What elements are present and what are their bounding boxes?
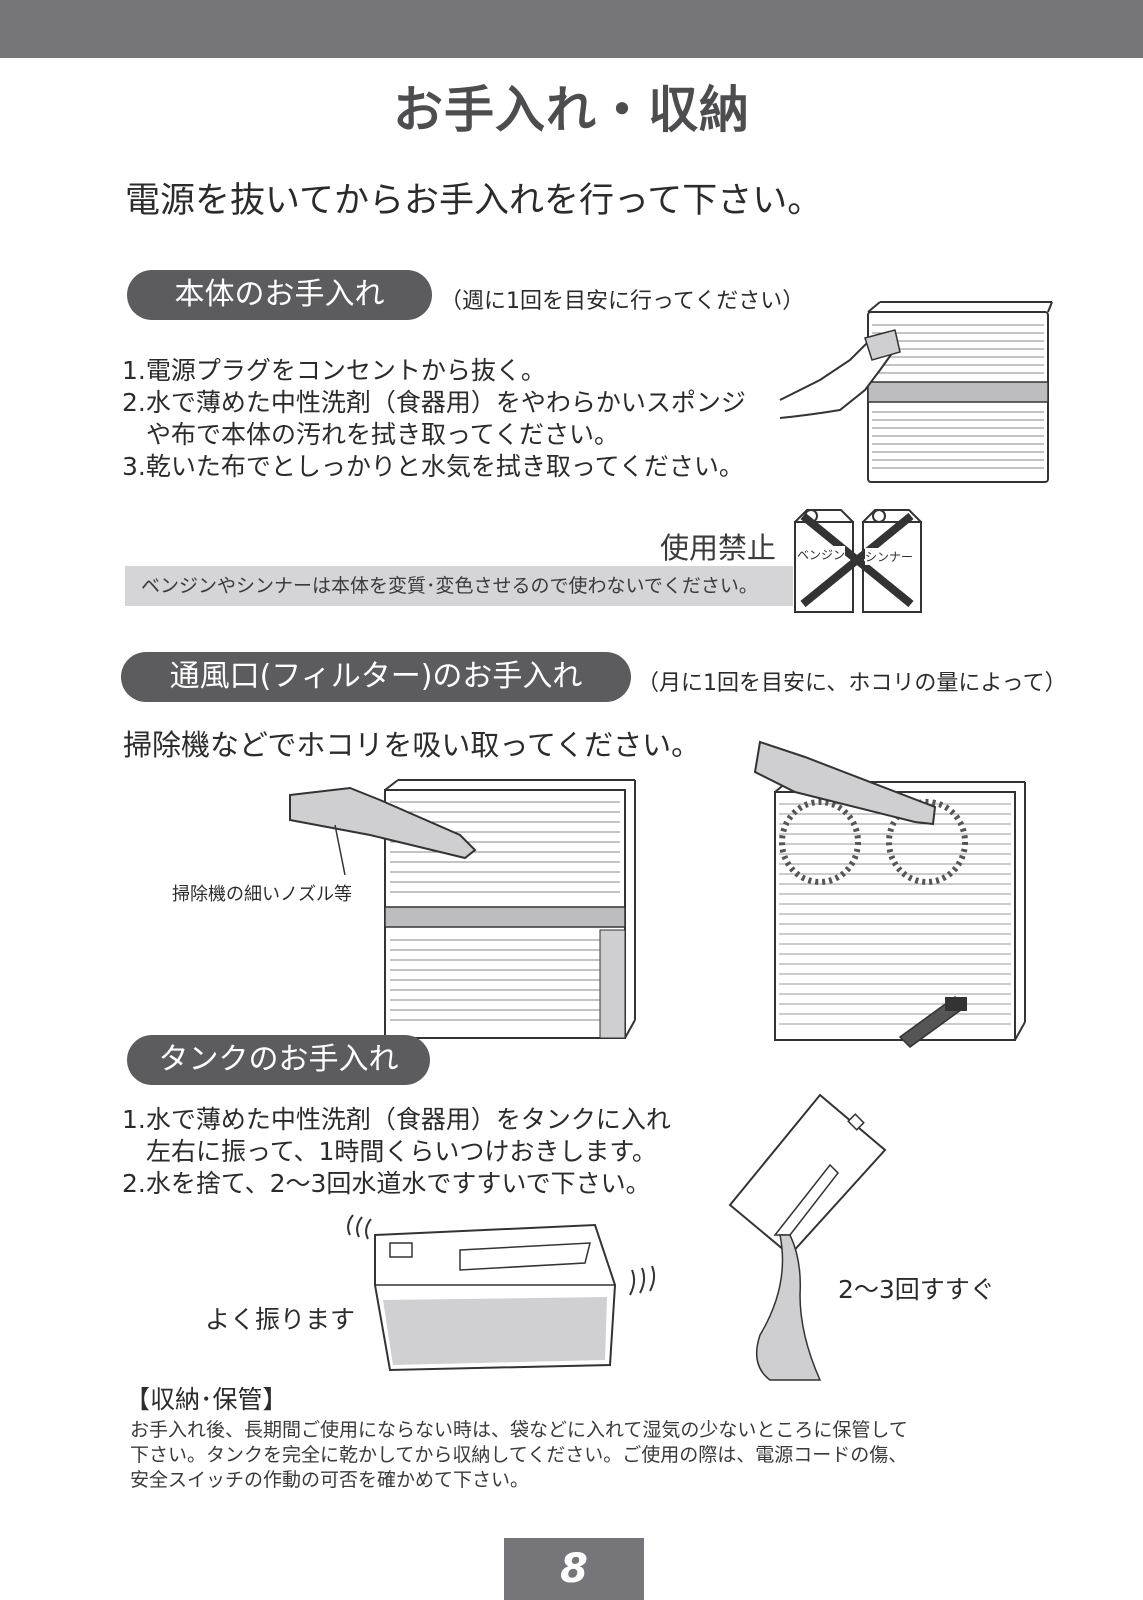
tank-care-steps: 1.水で薄めた中性洗剤（食器用）をタンクに入れ 左右に振って、1時間くらいつけお… — [122, 1104, 671, 1200]
body-care-frequency-note: （週に1回を目安に行ってください） — [440, 289, 805, 314]
tank-shake-illustration — [347, 1214, 656, 1372]
thinner-can-label: シンナー — [865, 548, 914, 565]
step-item: や布で本体の汚れを拭き取ってください。 — [146, 420, 620, 449]
section-header-vent-care: 通風口(フィルター)のお手入れ — [121, 652, 631, 702]
step-item: 2.水で薄めた中性洗剤（食器用）をやわらかいスポンジ — [122, 388, 746, 417]
storage-line: お手入れ後、長期間ご使用にならない時は、袋などに入れて湿気の少ないところに保管し… — [130, 1419, 908, 1441]
top-header-bar — [0, 0, 1143, 58]
humidifier-wipe-illustration — [779, 301, 1053, 483]
section-header-body-care: 本体のお手入れ — [127, 270, 432, 320]
prohibited-label: 使用禁止 — [660, 531, 777, 565]
page-title: お手入れ・収納 — [393, 81, 750, 139]
storage-title: 【収納･保管】 — [125, 1385, 288, 1414]
main-warning: 電源を抜いてからお手入れを行って下さい。 — [125, 181, 823, 221]
nozzle-caption: 掃除機の細いノズル等 — [172, 884, 352, 905]
section-header-tank-care: タンクのお手入れ — [127, 1035, 430, 1085]
vacuum-front-illustration — [289, 779, 636, 1039]
step-item: 1.電源プラグをコンセントから抜く。 — [122, 356, 546, 385]
vent-care-instruction: 掃除機などでホコリを吸い取ってください。 — [123, 728, 701, 762]
body-care-steps: 1.電源プラグをコンセントから抜く。 2.水で薄めた中性洗剤（食器用）をやわらか… — [122, 355, 746, 483]
tank-rinse-illustration — [728, 1093, 887, 1381]
step-item: 左右に振って、1時間くらいつけおきします。 — [146, 1137, 657, 1166]
prohibited-warning-text: ベンジンやシンナーは本体を変質･変色させるので使わないでください。 — [125, 566, 793, 606]
storage-line: 下さい。タンクを完全に乾かしてから収納してください。ご使用の際は、電源コードの傷… — [130, 1444, 908, 1466]
prohibited-solvents-illustration: ベンジン シンナー — [793, 508, 933, 616]
shake-caption: よく振ります — [205, 1305, 356, 1334]
vent-care-frequency-note: （月に1回を目安に、ホコリの量によって） — [637, 671, 1067, 696]
storage-line: 安全スイッチの作動の可否を確かめて下さい。 — [130, 1469, 530, 1491]
rinse-caption: 2～3回すすぐ — [838, 1275, 995, 1304]
benzine-can-label: ベンジン — [797, 546, 846, 563]
step-item: 1.水で薄めた中性洗剤（食器用）をタンクに入れ — [122, 1105, 671, 1134]
step-item: 3.乾いた布でとしっかりと水気を拭き取ってください。 — [122, 452, 744, 481]
step-item: 2.水を捨て、2～3回水道水ですすいで下さい。 — [122, 1169, 651, 1198]
storage-body: お手入れ後、長期間ご使用にならない時は、袋などに入れて湿気の少ないところに保管し… — [130, 1418, 1030, 1493]
vacuum-back-illustration — [753, 740, 1026, 1048]
page-number: 8 — [504, 1538, 644, 1600]
